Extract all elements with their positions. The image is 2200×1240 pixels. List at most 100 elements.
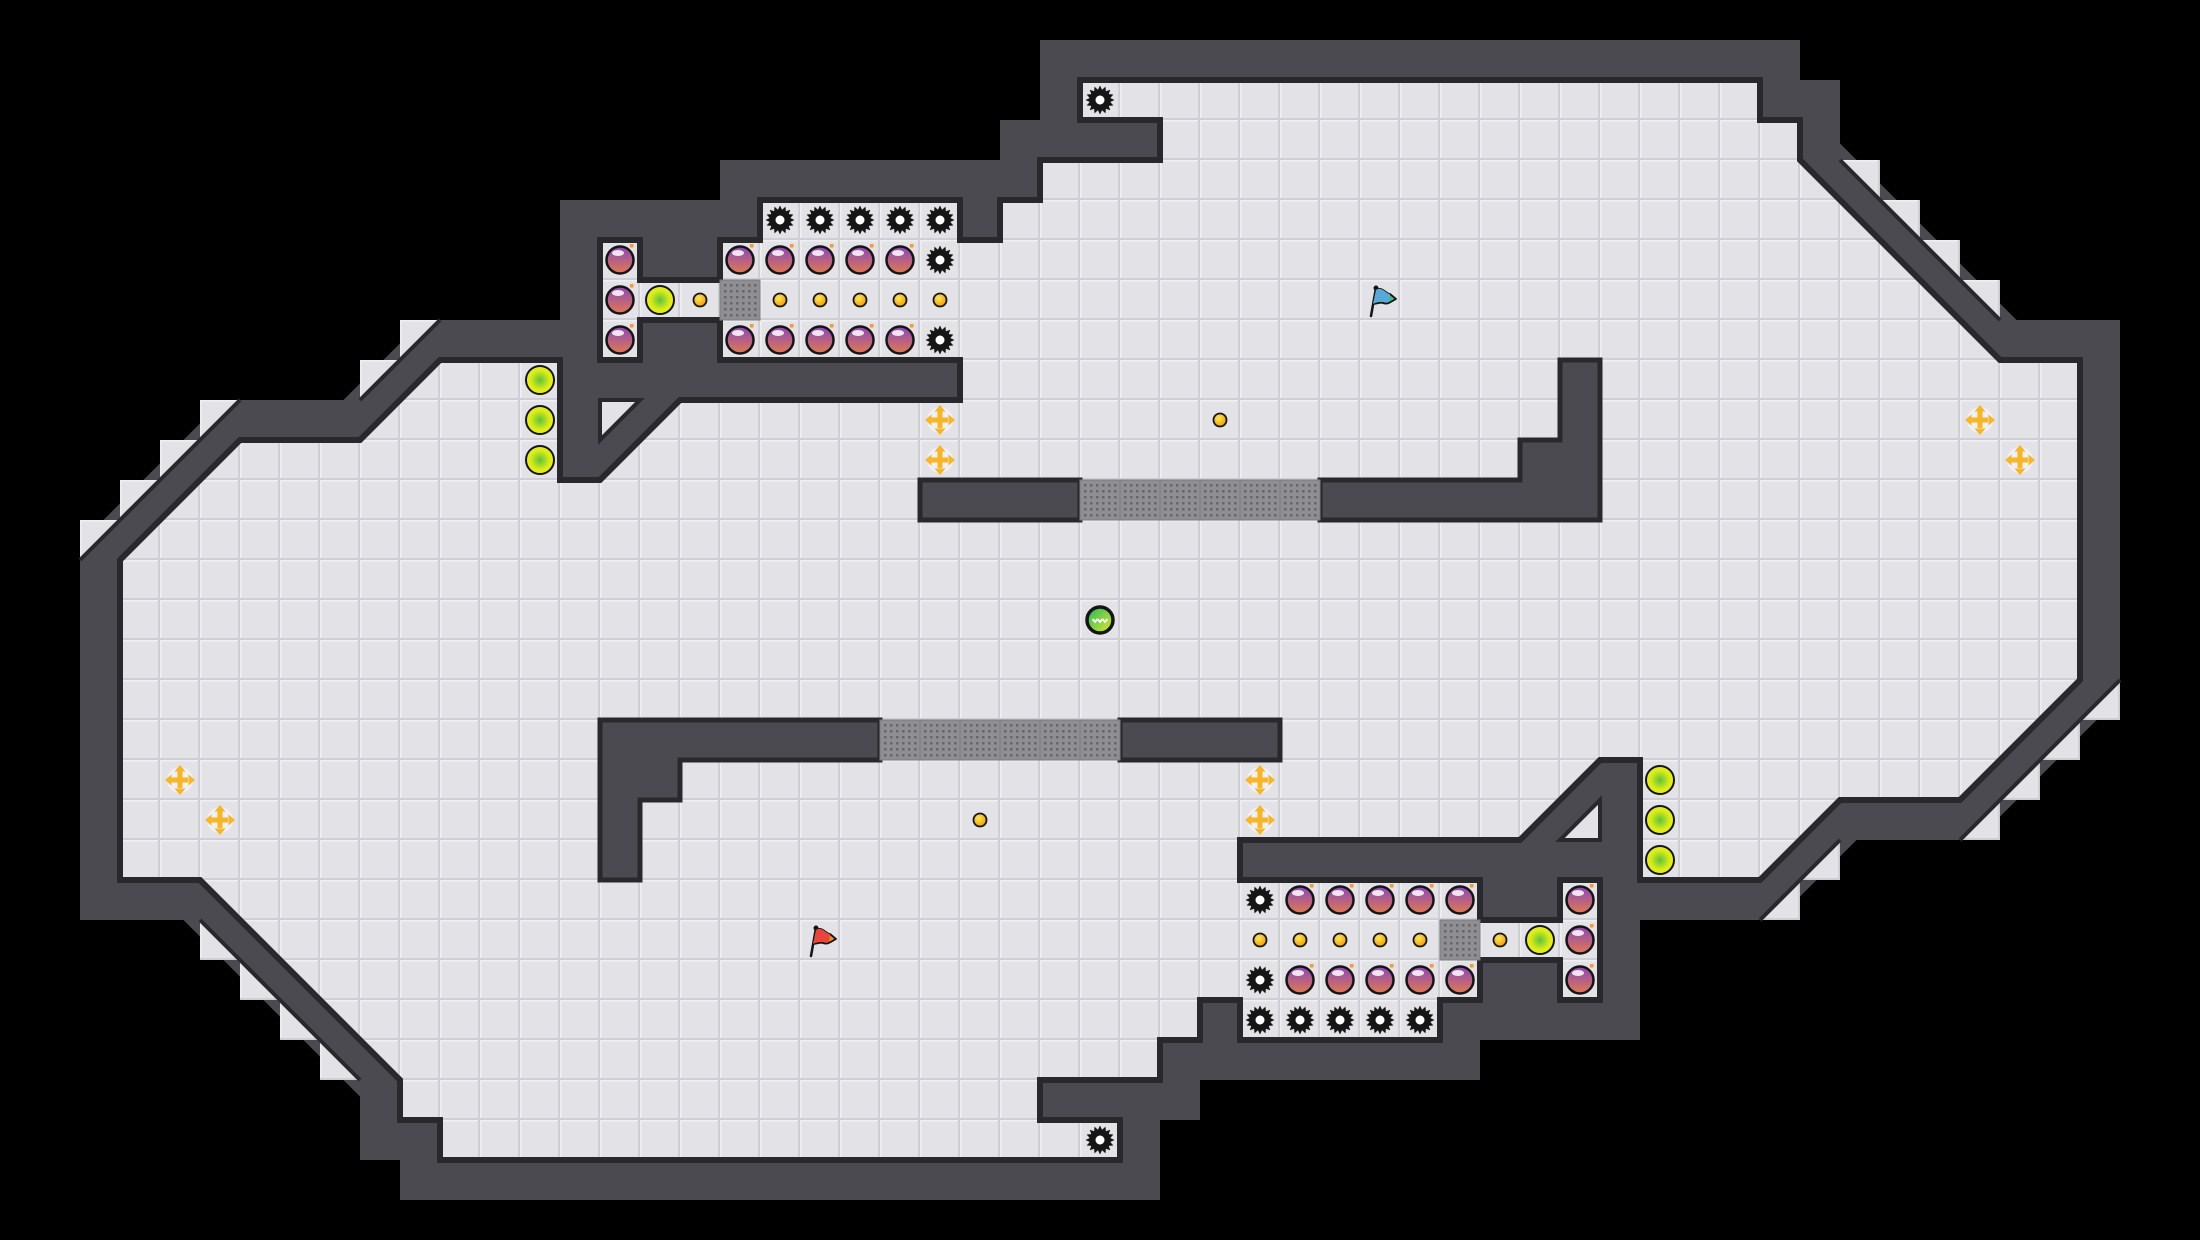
bomb-icon bbox=[845, 324, 875, 355]
move-arrows-icon bbox=[2005, 445, 2035, 475]
bomb-icon bbox=[1565, 924, 1595, 955]
grate-tile bbox=[1039, 719, 1081, 761]
wall-edge-line bbox=[1878, 198, 1922, 242]
bomb-icon bbox=[1285, 884, 1315, 915]
spike-gear-icon bbox=[1245, 885, 1275, 915]
coin-icon bbox=[972, 812, 988, 828]
bomb-icon bbox=[1365, 964, 1395, 995]
wall-edge-line bbox=[318, 1038, 362, 1082]
yellow-ball-icon bbox=[525, 365, 555, 395]
wall-edge-line bbox=[1958, 798, 2002, 842]
spike-gear-icon bbox=[1085, 85, 1115, 115]
move-arrows-icon bbox=[1245, 805, 1275, 835]
wall-edge-line bbox=[358, 358, 402, 402]
coin-icon bbox=[1492, 932, 1508, 948]
wall-edge-line bbox=[2038, 718, 2082, 762]
bomb-icon bbox=[1565, 964, 1595, 995]
bomb-icon bbox=[725, 324, 755, 355]
grate-tile bbox=[719, 279, 761, 321]
coin-icon bbox=[852, 292, 868, 308]
blue-flag-icon bbox=[1369, 285, 1397, 318]
wall-edge-line bbox=[1798, 838, 1842, 882]
bomb-icon bbox=[605, 244, 635, 275]
coin-icon bbox=[1372, 932, 1388, 948]
grate-tile bbox=[1159, 479, 1201, 521]
bomb-icon bbox=[1405, 884, 1435, 915]
move-arrows-icon bbox=[925, 445, 955, 475]
yellow-ball-icon bbox=[645, 285, 675, 315]
coin-icon bbox=[1252, 932, 1268, 948]
wall-edge-line bbox=[2078, 678, 2122, 722]
bomb-icon bbox=[1325, 964, 1355, 995]
coin-icon bbox=[1212, 412, 1228, 428]
floor-border bbox=[117, 77, 2083, 1163]
bomb-icon bbox=[805, 244, 835, 275]
floor-pocket bbox=[598, 398, 645, 445]
bomb-icon bbox=[1445, 964, 1475, 995]
move-arrows-icon bbox=[205, 805, 235, 835]
bomb-icon bbox=[1445, 884, 1475, 915]
bomb-icon bbox=[725, 244, 755, 275]
bomb-icon bbox=[1565, 884, 1595, 915]
coin-icon bbox=[892, 292, 908, 308]
coin-icon bbox=[812, 292, 828, 308]
coin-icon bbox=[1332, 932, 1348, 948]
grate-tile bbox=[1199, 479, 1241, 521]
yellow-ball-icon bbox=[1645, 845, 1675, 875]
floor-pocket bbox=[1555, 795, 1602, 842]
coin-icon bbox=[692, 292, 708, 308]
wall-edge-line bbox=[118, 478, 162, 522]
spike-gear-icon bbox=[1325, 1005, 1355, 1035]
move-arrows-icon bbox=[1965, 405, 1995, 435]
wall-edge-line bbox=[1918, 238, 1962, 282]
yellow-ball-icon bbox=[1645, 765, 1675, 795]
coin-icon bbox=[932, 292, 948, 308]
wall-edge-line bbox=[1958, 278, 2002, 322]
yellow-ball-icon bbox=[1645, 805, 1675, 835]
wall-edge-line bbox=[78, 518, 122, 562]
spike-gear-icon bbox=[845, 205, 875, 235]
wall-edge-line bbox=[198, 398, 242, 442]
bomb-icon bbox=[605, 324, 635, 355]
inner-wall bbox=[917, 477, 1083, 523]
bomb-icon bbox=[1325, 884, 1355, 915]
green-ball-icon bbox=[1085, 605, 1115, 635]
spike-gear-icon bbox=[925, 205, 955, 235]
move-arrows-icon bbox=[165, 765, 195, 795]
entities bbox=[165, 85, 2035, 1155]
red-flag-icon bbox=[809, 925, 837, 958]
coin-icon bbox=[772, 292, 788, 308]
spike-gear-icon bbox=[1365, 1005, 1395, 1035]
wall-edge-line bbox=[398, 318, 442, 362]
yellow-ball-icon bbox=[1525, 925, 1555, 955]
spike-gear-icon bbox=[1285, 1005, 1315, 1035]
wall-edge-line bbox=[198, 918, 242, 962]
grate-tile bbox=[959, 719, 1001, 761]
spike-gear-icon bbox=[925, 245, 955, 275]
move-arrows-icon bbox=[925, 405, 955, 435]
grate-tile bbox=[1079, 719, 1121, 761]
wall-edge-line bbox=[1998, 758, 2042, 802]
bomb-icon bbox=[605, 284, 635, 315]
spike-gear-icon bbox=[925, 325, 955, 355]
grate-tile bbox=[1239, 479, 1281, 521]
grate-tile bbox=[1279, 479, 1321, 521]
inner-walls bbox=[597, 357, 1603, 883]
grate-tile bbox=[1119, 479, 1161, 521]
wall-edges bbox=[117, 77, 2083, 1163]
coin-icon bbox=[1292, 932, 1308, 948]
wall-edge-line bbox=[1758, 878, 1802, 922]
bomb-icon bbox=[1405, 964, 1435, 995]
bomb-icon bbox=[885, 244, 915, 275]
grate-tile bbox=[1439, 919, 1481, 961]
floor-edge-tiles bbox=[78, 158, 2122, 1082]
move-arrows-icon bbox=[1245, 765, 1275, 795]
wall-edge-line bbox=[1838, 158, 1882, 202]
spike-gear-icon bbox=[885, 205, 915, 235]
wall-edge-line bbox=[238, 958, 282, 1002]
grate-tile bbox=[999, 719, 1041, 761]
spike-gear-icon bbox=[1245, 1005, 1275, 1035]
yellow-ball-icon bbox=[525, 405, 555, 435]
coin-icon bbox=[1412, 932, 1428, 948]
